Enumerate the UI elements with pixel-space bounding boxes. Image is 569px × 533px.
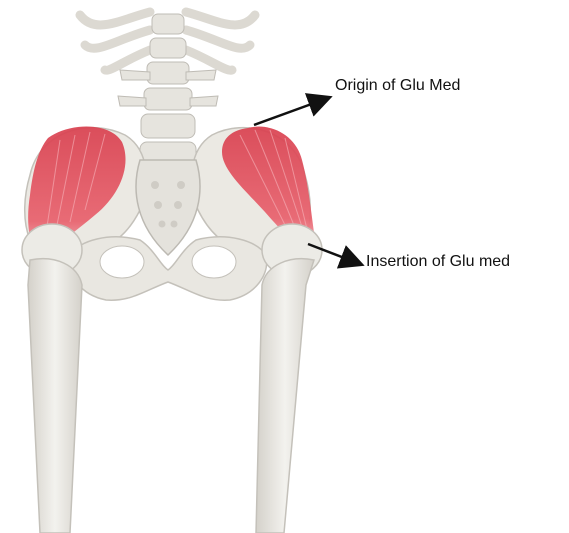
origin-label: Origin of Glu Med <box>335 77 460 95</box>
insertion-label: Insertion of Glu med <box>366 253 510 271</box>
origin-arrow <box>254 98 328 125</box>
left-femur <box>22 224 82 533</box>
